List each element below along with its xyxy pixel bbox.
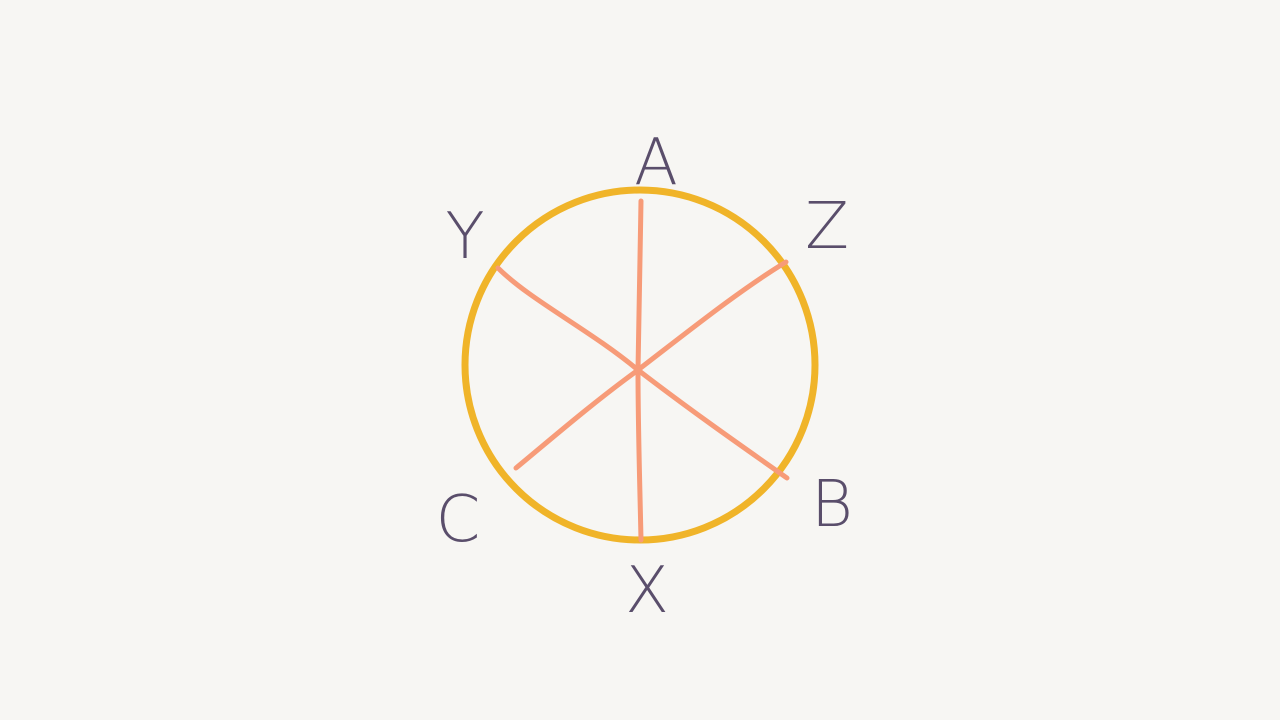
label-x: X (625, 554, 669, 628)
label-z: Z (805, 190, 849, 264)
diameter-z-c (513, 259, 789, 471)
label-y: Y (445, 200, 484, 274)
label-b: B (811, 468, 853, 542)
label-a: A (634, 126, 678, 200)
label-c: C (436, 483, 481, 557)
